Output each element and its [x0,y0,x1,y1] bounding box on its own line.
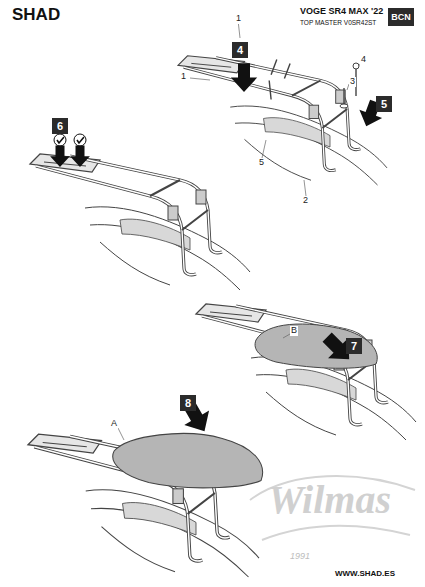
watermark: Wilmas [268,478,391,522]
step-number: 5 [381,99,387,110]
step-number-box: 4 [232,42,248,58]
callout-number: 3 [349,77,356,87]
step-number: BCN [391,13,411,22]
watermark-swash [250,476,415,540]
region-badge: BCN [388,8,414,26]
watermark: 1991 [290,552,310,562]
scooter-rack-scene [30,154,250,290]
press-arrow [355,97,387,130]
callout-number: B [290,326,298,336]
press-arrow [50,145,70,167]
website: WWW.SHAD.ES [335,570,395,579]
callout-number: A [110,419,118,429]
callout-number: 2 [302,196,309,206]
check-mark [54,134,66,146]
step-number-box: 7 [346,338,362,354]
step-number-box: 8 [180,395,196,411]
scooter-rack-scene [28,433,263,577]
scooter-rack-scene [178,56,387,185]
brand-logo: SHAD [12,6,60,25]
step-number: 4 [237,45,243,56]
scooter-rack-scene [196,304,416,440]
press-arrow [231,63,257,92]
callout-number: 1 [180,72,187,82]
press-arrow [70,145,90,167]
screw [344,66,356,104]
step-number-box: 5 [376,96,392,112]
check-mark [74,134,86,146]
press-arrow [317,327,359,369]
step-number-box: 6 [52,118,68,134]
callout-number: 4 [360,55,367,65]
step-number: 8 [185,398,191,409]
callout-number: 1 [235,14,242,24]
callout-number: 5 [258,158,265,168]
leader-line [190,20,363,196]
model-name: VOGE SR4 MAX '22 [300,7,383,17]
product-code: TOP MASTER V0SR42ST [300,19,376,26]
step-number: 6 [57,121,63,132]
step-number: 7 [351,341,357,352]
